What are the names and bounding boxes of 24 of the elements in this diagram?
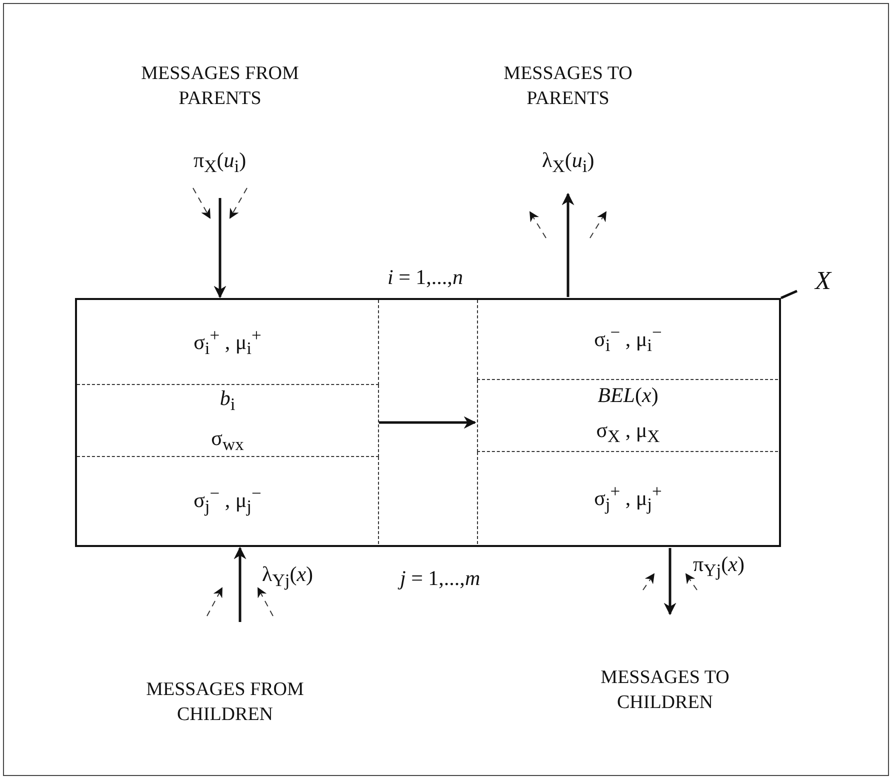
- index-range: i = 1,...,n: [388, 264, 463, 291]
- edge-label: π$_{Yj}$(x): [693, 552, 744, 582]
- heading-text: MESSAGES TO PARENTS: [502, 62, 634, 111]
- arrow: [234, 546, 246, 622]
- edge-label: λ$_{Yj}$(x): [262, 562, 314, 592]
- formula-text: σ$_{wx}$: [211, 426, 244, 455]
- arrow: [664, 548, 676, 616]
- formula-text: σ$_{X}$ , μ$_{X}$: [596, 418, 660, 448]
- node-name: X: [815, 266, 831, 296]
- cell: [77, 300, 379, 385]
- cell: [477, 380, 778, 452]
- index-range: j = 1,...,m: [400, 565, 480, 592]
- heading-text: MESSAGES TO CHILDREN: [600, 666, 730, 715]
- edge-label: π$_{X}$(u$_{i}$): [194, 148, 246, 178]
- edge-label: λ$_{X}$(u$_{i}$): [542, 148, 594, 178]
- cell: [477, 300, 778, 380]
- formula-text: b$_{i}$: [220, 386, 236, 416]
- heading-text: MESSAGES FROM CHILDREN: [145, 678, 305, 727]
- arrow: [562, 192, 574, 297]
- formula-text: BEL(x): [598, 383, 658, 408]
- arrow: [379, 416, 476, 429]
- arrow: [214, 198, 226, 298]
- heading-text: MESSAGES FROM PARENTS: [140, 62, 300, 111]
- cell: [77, 385, 379, 457]
